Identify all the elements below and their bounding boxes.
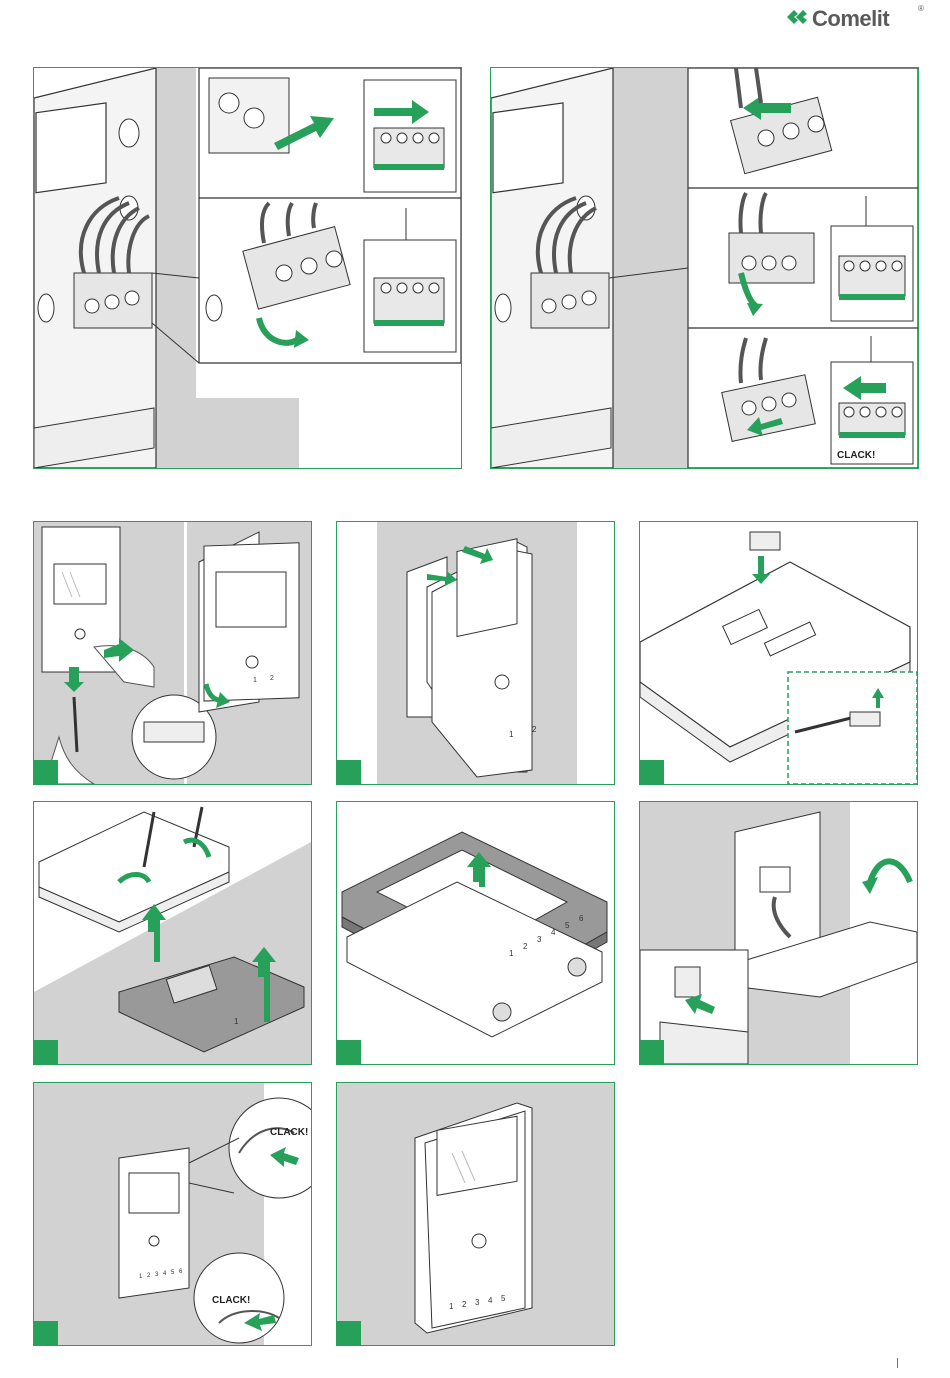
step-1-key-1: 1 (253, 677, 257, 684)
step-5-key-3: 3 (537, 935, 542, 944)
brand-name: Comelit (812, 6, 889, 32)
step-2-key-2: 2 (532, 725, 537, 734)
step-8-panel: 1 2 3 4 5 (336, 1082, 615, 1346)
step-1-monitor-right (199, 532, 299, 712)
wiring-panel-left (33, 67, 462, 469)
step-8-key-5: 5 (501, 1294, 506, 1303)
wiring-right-illustration: CLACK! (491, 68, 918, 468)
step-6-panel (639, 801, 918, 1065)
step-8-key-3: 3 (475, 1298, 480, 1307)
step-4-illustration: 1 (34, 802, 311, 1064)
step-6-illustration (640, 802, 917, 1064)
clack-label-upper: CLACK! (270, 1127, 308, 1138)
step-1-illustration: 1 2 (34, 522, 311, 784)
clack-label-lower: CLACK! (212, 1295, 250, 1306)
step-badge (337, 760, 361, 784)
step-badge (640, 1040, 664, 1064)
comelit-logo: Comelit ® (785, 6, 920, 28)
step-5-key-4: 4 (551, 928, 556, 937)
wiring-left-illustration (34, 68, 461, 468)
step-badge (34, 760, 58, 784)
step-1-key-2: 2 (270, 675, 274, 682)
step-8-key-2: 2 (462, 1300, 467, 1309)
step-5-key-5: 5 (565, 921, 570, 930)
step-badge (34, 1040, 58, 1064)
step-4-key-1: 1 (234, 1017, 239, 1026)
step-5-illustration: 1 2 3 4 5 6 (337, 802, 614, 1064)
step-5-key-2: 2 (523, 942, 528, 951)
comelit-logo-icon (785, 6, 811, 28)
step-8-key-4: 4 (488, 1296, 493, 1305)
step-badge (34, 1321, 58, 1345)
step-2-panel: 1 2 (336, 521, 615, 785)
brand-registered: ® (918, 4, 924, 13)
step-4-panel: 1 (33, 801, 312, 1065)
step-badge (337, 1321, 361, 1345)
page-marker (897, 1358, 898, 1368)
step-2-illustration: 1 2 (337, 522, 614, 784)
step-5-panel: 1 2 3 4 5 6 (336, 801, 615, 1065)
step-7-illustration: 1 2 3 4 5 6 CLACK! CLACK! (34, 1083, 311, 1345)
step-5-key-1: 1 (509, 949, 514, 958)
step-badge (640, 760, 664, 784)
step-8-key-1: 1 (449, 1302, 454, 1311)
step-7-panel: 1 2 3 4 5 6 CLACK! CLACK! (33, 1082, 312, 1346)
wiring-panel-right: CLACK! (490, 67, 919, 469)
step-1-panel: 1 2 (33, 521, 312, 785)
step-8-illustration: 1 2 3 4 5 (337, 1083, 614, 1345)
step-5-key-6: 6 (579, 914, 584, 923)
step-2-key-1: 1 (509, 730, 514, 739)
step-badge (337, 1040, 361, 1064)
step-3-illustration (640, 522, 917, 784)
clack-label-top-right: CLACK! (837, 450, 875, 461)
step-3-panel (639, 521, 918, 785)
